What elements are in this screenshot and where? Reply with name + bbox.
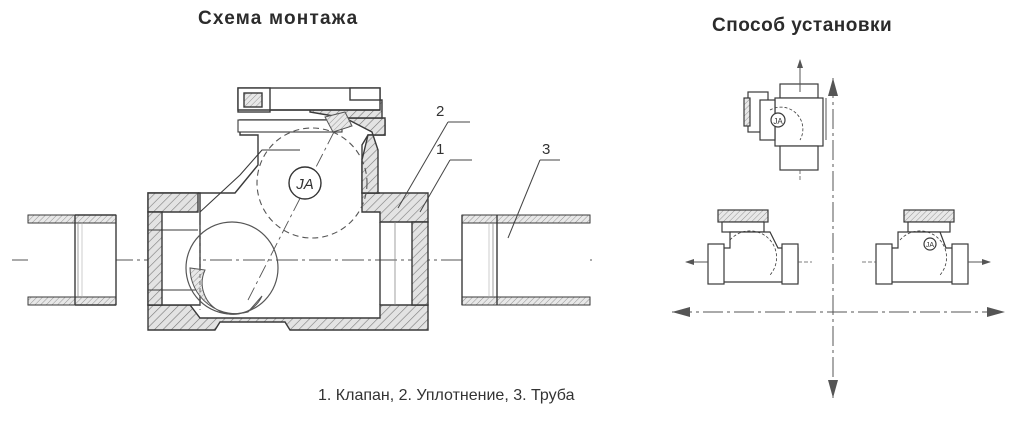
- logo-text: JA: [295, 176, 314, 193]
- svg-text:JA: JA: [773, 117, 783, 126]
- section-view-scheme: JA: [12, 87, 592, 331]
- mounting-positions: JA JA: [672, 59, 1005, 398]
- valve-icon-vertical: JA: [743, 59, 827, 182]
- valve-icon-horizontal-right: JA: [862, 209, 991, 285]
- pipe-right: [461, 214, 591, 306]
- pipe-left: [27, 214, 117, 306]
- callout-1: 1: [436, 141, 444, 158]
- callout-3: 3: [542, 141, 550, 158]
- valve-icon-horizontal-left: [685, 209, 812, 285]
- title-mounting-method: Способ установки: [712, 15, 893, 36]
- callout-2: 2: [436, 103, 444, 120]
- valve-body: [147, 87, 429, 331]
- valve-flap: [185, 111, 368, 315]
- title-installation-scheme: Схема монтажа: [198, 8, 359, 29]
- svg-text:JA: JA: [926, 242, 935, 249]
- legend-caption: 1. Клапан, 2. Уплотнение, 3. Труба: [318, 387, 575, 404]
- callout-leaders: [397, 121, 560, 239]
- ja-logo-icon: JA: [288, 166, 322, 200]
